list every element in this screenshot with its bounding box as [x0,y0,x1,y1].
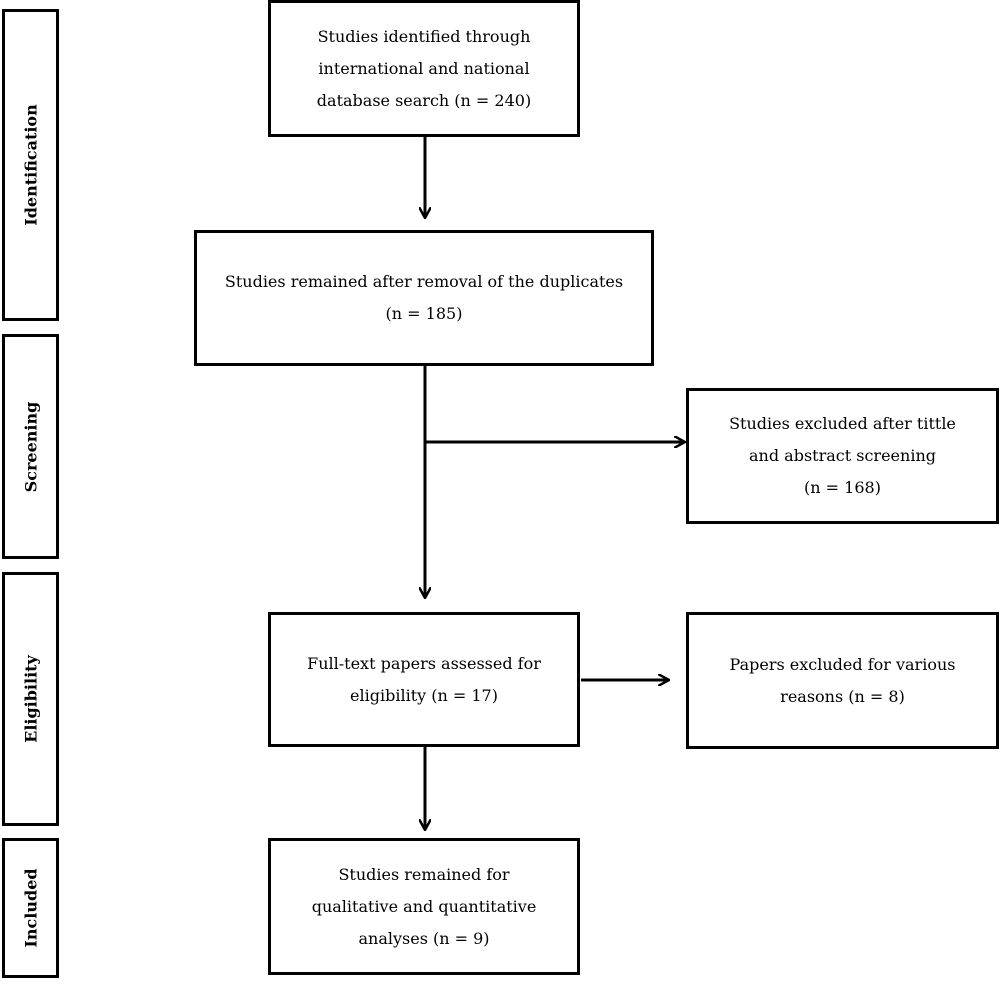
box-excluded-screening-line-2: and abstract screening [749,446,936,465]
box-deduplicated-line-1: Studies remained after removal of the du… [224,272,624,291]
box-identified-line-1: Studies identified through [317,26,531,46]
box-excluded-full-text-line-2: reasons (n = 8) [780,686,905,706]
box-full-text-line-2: eligibility (n = 17) [350,685,498,705]
box-included: Studies remained for qualitative and qua… [268,838,580,975]
box-included-line-2: qualitative and quantitative [311,896,537,916]
box-included-line-1: Studies remained for [338,864,510,884]
box-identified-line-3: database search (n = 240) [316,90,532,110]
stage-screening: Screening [2,334,59,559]
box-full-text-line-1: Full-text papers assessed for [307,653,541,673]
box-full-text: Full-text papers assessed for eligibilit… [268,612,580,747]
box-identified-line-2: international and national [318,58,530,78]
box-deduplicated-line-2: (n = 185) [385,304,463,323]
stage-identification: Identification [2,9,59,321]
box-excluded-full-text-line-1: Papers excluded for various [729,654,956,674]
stage-eligibility: Eligibility [2,572,59,826]
box-included-line-3: analyses (n = 9) [358,928,490,948]
box-excluded-screening-line-1: Studies excluded after tittle [729,414,956,433]
box-excluded-screening: Studies excluded after tittle and abstra… [686,388,999,524]
box-deduplicated: Studies remained after removal of the du… [194,230,654,366]
box-identified: Studies identified through international… [268,0,580,137]
stage-included: Included [2,838,59,978]
box-excluded-full-text: Papers excluded for various reasons (n =… [686,612,999,749]
box-excluded-screening-line-3: (n = 168) [804,478,881,497]
